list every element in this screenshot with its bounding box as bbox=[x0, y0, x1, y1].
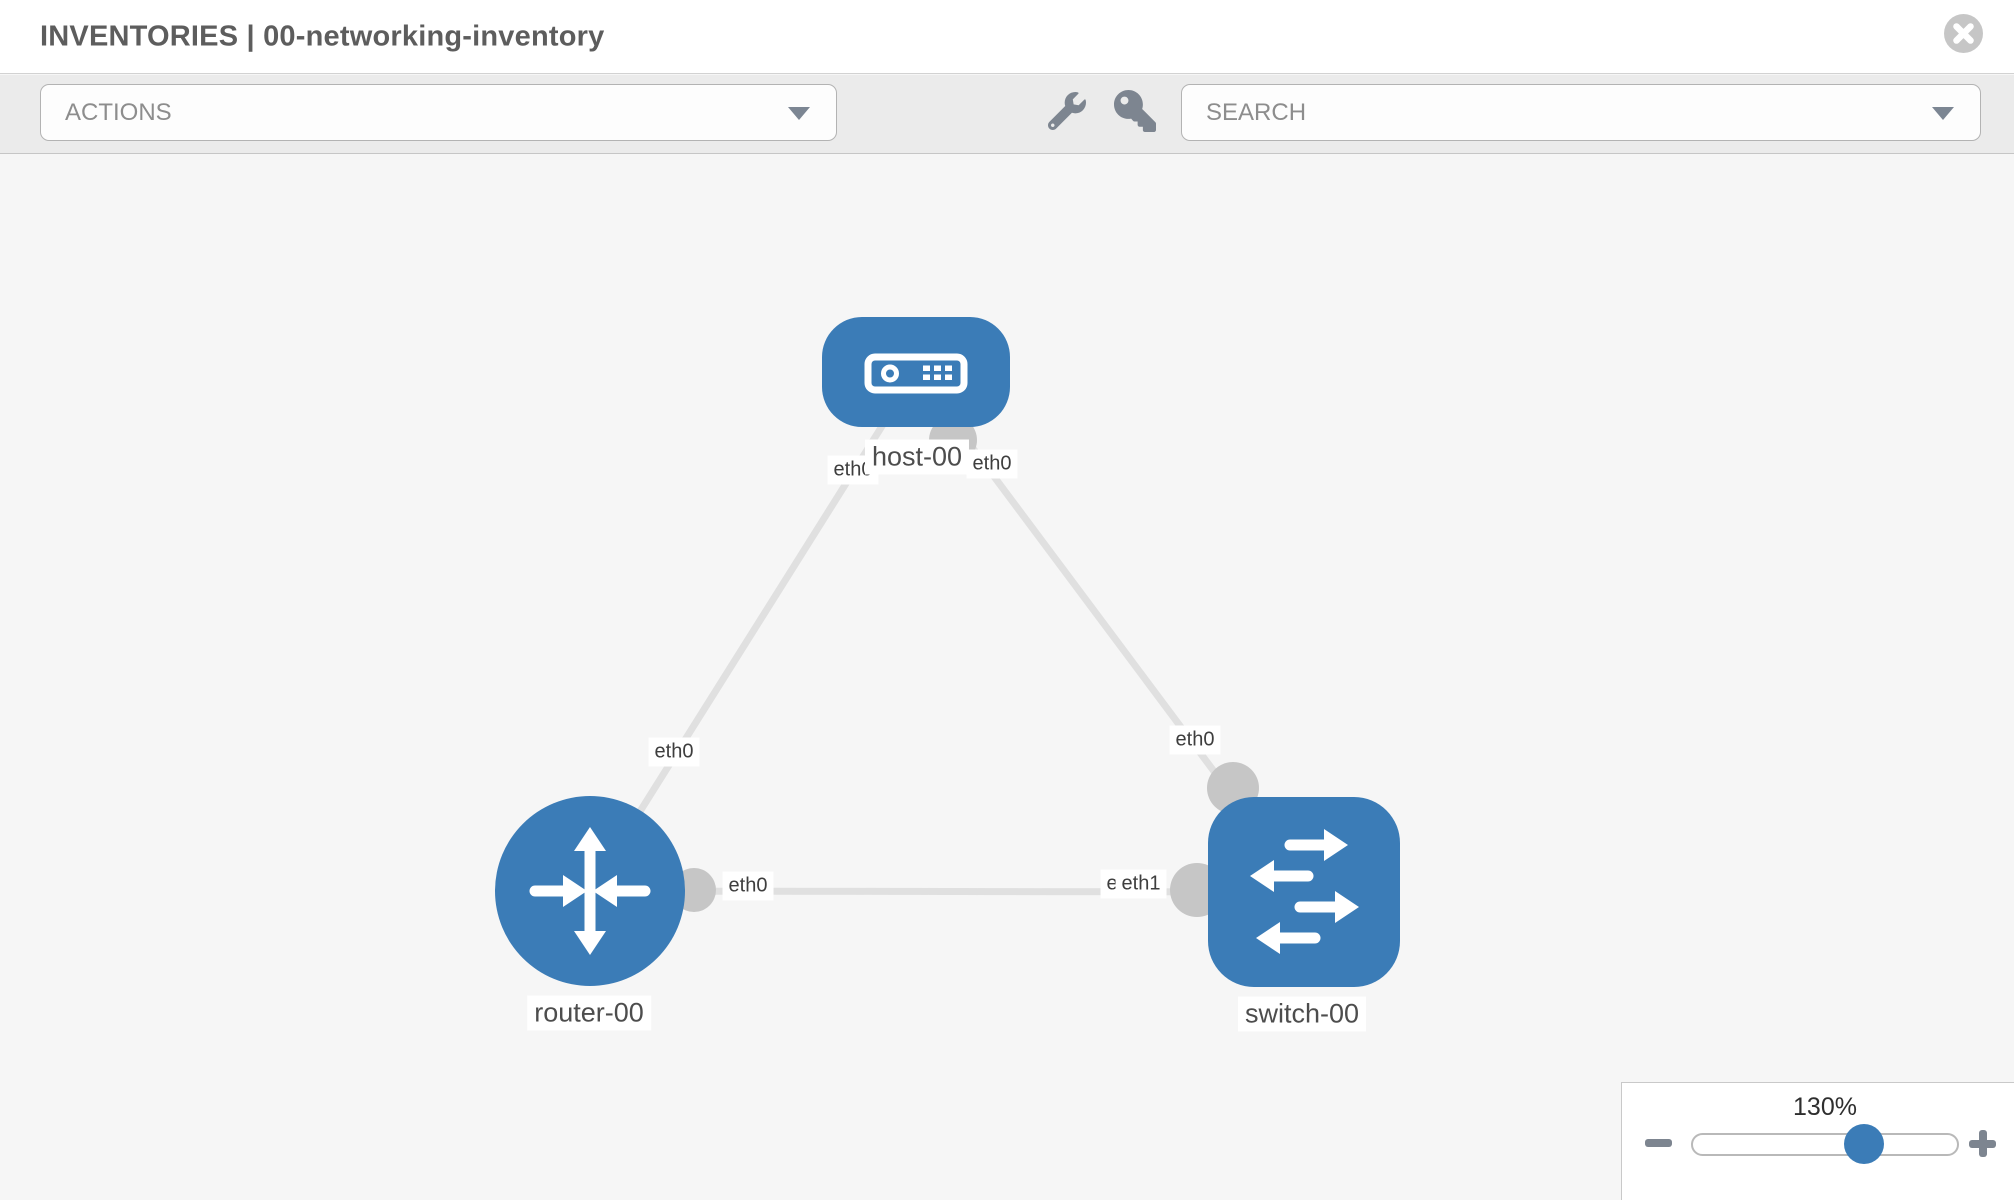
search-dropdown-placeholder: SEARCH bbox=[1206, 98, 1307, 126]
zoom-level-label: 130% bbox=[1793, 1093, 1857, 1121]
close-button[interactable] bbox=[1944, 14, 1983, 53]
chevron-down-icon bbox=[788, 106, 810, 120]
node-label: switch-00 bbox=[1237, 996, 1367, 1032]
links-layer bbox=[587, 369, 1307, 917]
node-label: host-00 bbox=[864, 439, 970, 475]
zoom-slider-thumb[interactable] bbox=[1844, 1124, 1884, 1164]
plus-icon bbox=[1968, 1129, 1996, 1157]
interface-label: eth0 bbox=[966, 449, 1018, 479]
actions-dropdown[interactable]: ACTIONS bbox=[40, 84, 837, 141]
switch-icon bbox=[1250, 829, 1359, 954]
zoom-slider-track[interactable] bbox=[1691, 1133, 1959, 1156]
page-title: INVENTORIES | 00-networking-inventory bbox=[40, 20, 605, 52]
node-host-00[interactable] bbox=[822, 317, 1010, 427]
zoom-out-button[interactable] bbox=[1638, 1123, 1678, 1163]
node-router-00[interactable] bbox=[495, 796, 685, 986]
key-icon bbox=[1114, 90, 1156, 132]
zoom-panel: 130% bbox=[1621, 1082, 2014, 1200]
actions-dropdown-label: ACTIONS bbox=[65, 98, 172, 126]
adhoc-commands-button[interactable] bbox=[1044, 88, 1090, 134]
interface-label: eth1 bbox=[1115, 869, 1167, 899]
circle-x-icon bbox=[1944, 14, 1983, 53]
wrench-icon bbox=[1048, 92, 1086, 130]
interface-label: eth0 bbox=[722, 871, 774, 901]
toolbar: ACTIONS SEARCH bbox=[0, 75, 2014, 154]
search-dropdown[interactable]: SEARCH bbox=[1181, 84, 1981, 141]
credentials-button[interactable] bbox=[1112, 88, 1158, 134]
zoom-in-button[interactable] bbox=[1962, 1123, 2002, 1163]
header-bar: INVENTORIES | 00-networking-inventory bbox=[0, 0, 2014, 74]
node-switch-00[interactable] bbox=[1208, 797, 1400, 987]
minus-icon bbox=[1644, 1139, 1672, 1147]
host-icon bbox=[864, 353, 968, 394]
chevron-down-icon bbox=[1932, 106, 1954, 120]
router-icon bbox=[529, 827, 651, 955]
node-label: router-00 bbox=[527, 995, 651, 1031]
interface-label: eth0 bbox=[648, 737, 700, 767]
interface-label: eth0 bbox=[1169, 725, 1221, 755]
topology-canvas[interactable]: eth0eth0eth0eth0eth0eth0eth1host-00route… bbox=[0, 155, 2014, 1200]
